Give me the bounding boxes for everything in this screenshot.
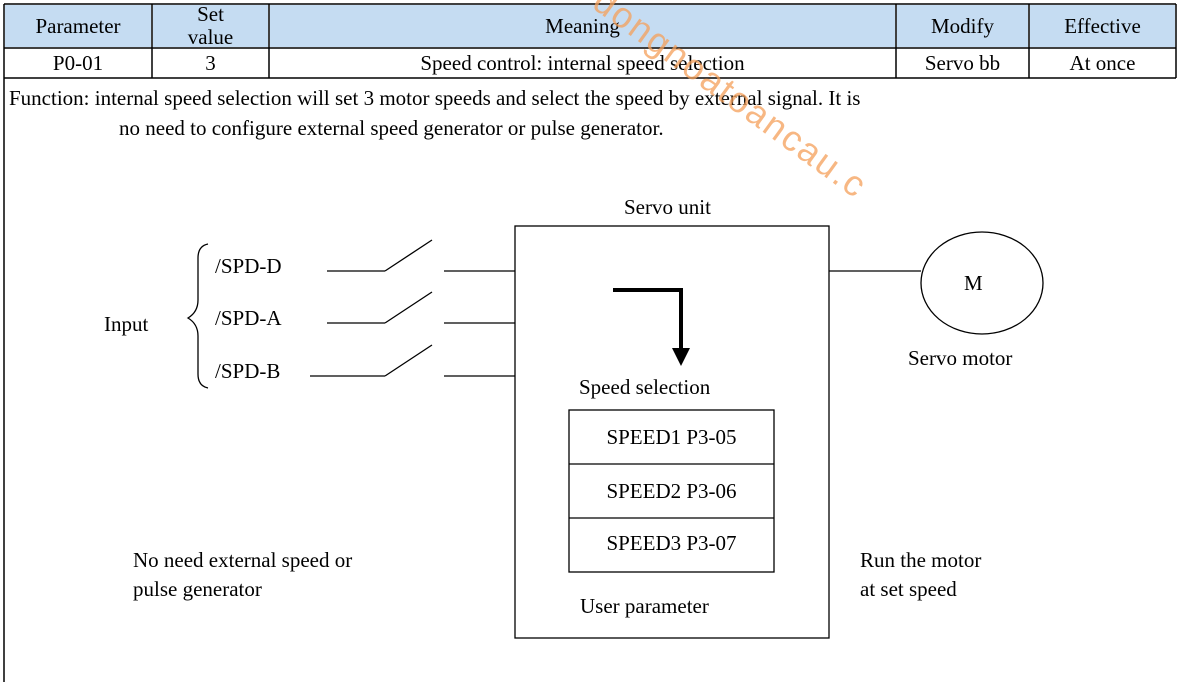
header-effective: Effective [1064,13,1141,38]
header-set-value: Set value [153,3,268,49]
speed-table-box [568,409,775,573]
left-note-line2: pulse generator [133,577,262,601]
right-note-line2: at set speed [860,577,957,601]
speed2-cell: SPEED2 P3-06 [606,478,737,503]
row-modify: Servo bb [924,51,1001,75]
header-set-value-line1: Set [197,2,224,26]
servo-unit-box [514,225,830,639]
header-set-value-line2: value [187,25,234,49]
function-text-line2: no need to configure external speed gene… [119,116,664,140]
header-bg-effective [1030,5,1175,47]
input-brace [186,243,209,389]
speed-selection-label: Speed selection [579,375,711,399]
user-parameter-label: User parameter [580,594,709,618]
input-label: Input [104,312,149,336]
left-note-line1: No need external speed or [133,548,353,572]
signal-spd-d: /SPD-D [215,254,282,278]
row-set-value: 3 [205,51,216,75]
header-bg-modify [897,5,1028,47]
header-bg-meaning [270,5,895,47]
motor-circle [920,231,1044,335]
servo-unit-label: Servo unit [624,195,711,219]
signal-spd-b: /SPD-B [215,359,281,383]
motor-symbol: M [964,271,983,295]
speed1-cell: SPEED1 P3-05 [606,424,737,449]
row-effective: At once [1069,51,1136,75]
header-bg-set-value [153,5,268,47]
selection-arrow [613,288,683,352]
signal-spd-a: /SPD-A [215,306,282,330]
header-modify: Modify [931,13,994,38]
right-note-line1: Run the motor [860,548,982,572]
row-parameter: P0-01 [52,51,104,75]
function-text-line1: Function: internal speed selection will … [9,86,861,110]
header-parameter: Parameter [35,13,121,38]
header-bg-parameter [5,5,151,47]
servo-motor-label: Servo motor [908,346,1013,370]
speed3-cell: SPEED3 P3-07 [606,530,737,555]
header-meaning: Meaning [545,13,620,38]
row-meaning: Speed control: internal speed selection [420,51,745,75]
